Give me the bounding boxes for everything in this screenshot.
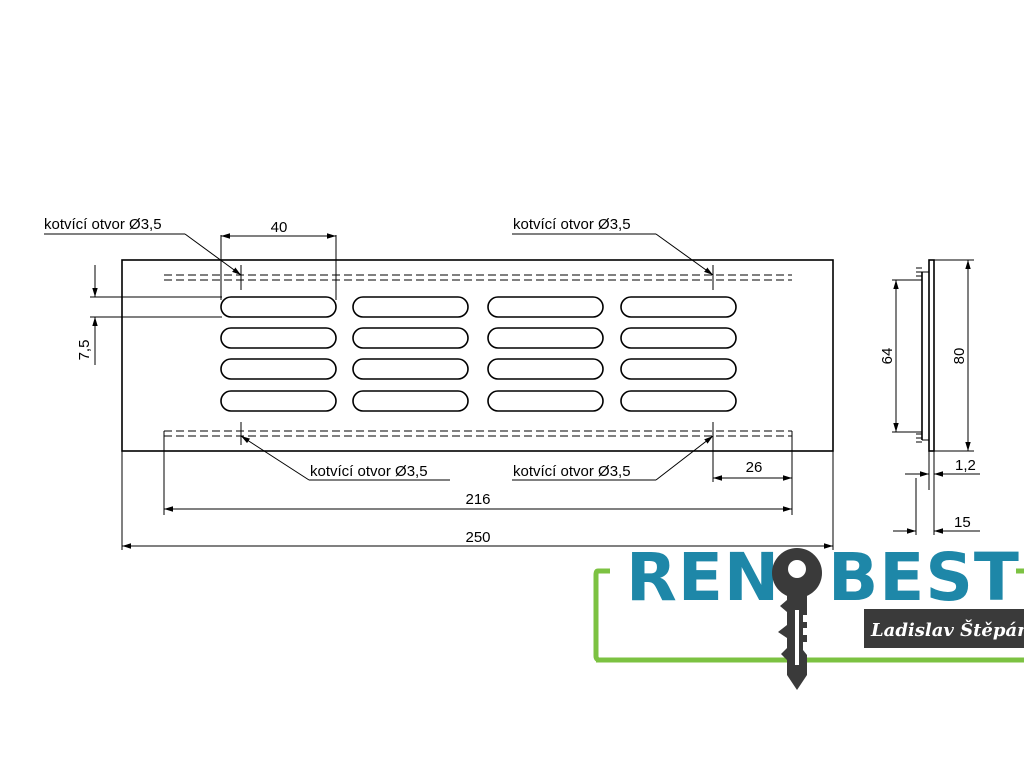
ventilation-slot [220,390,337,412]
ventilation-slot [620,390,737,412]
ventilation-slot [352,390,469,412]
dimension-overall-length: 250 [121,451,834,550]
dim-inner-height-label: 64 [879,348,896,365]
logo-subtitle: Ladislav Štěpán [870,618,1024,641]
ventilation-slot [220,358,337,380]
dim-overall-length-label: 250 [465,529,490,546]
dimension-overall-height: 80 [934,259,974,452]
ventilation-slot [620,358,737,380]
renobest-logo: REN BEST Ladislav Štěpán [593,539,1024,690]
ventilation-slot [352,327,469,349]
dim-thickness-label: 1,2 [955,457,976,474]
anchor-leaders [44,233,714,481]
logo-text-left: REN [626,539,780,616]
ventilation-slot [487,358,604,380]
dim-slot-length-label: 40 [271,219,288,236]
dim-slot-pitch-label: 7,5 [76,340,93,361]
dimension-depth: 15 [893,478,980,535]
subtitle-banner [864,609,1024,648]
top-flange-dashes [164,274,792,281]
ventilation-slot [352,358,469,380]
side-view-profile [916,259,935,452]
ventilation-slot [620,296,737,318]
dimension-slot-length: 40 [220,219,337,300]
ventilation-slot [220,296,337,318]
dim-hole-offset-label: 26 [746,459,763,476]
ventilation-slot [220,327,337,349]
key-icon [772,548,822,690]
anchor-hole-label-top-left: kotvící otvor Ø3,5 [44,216,162,233]
ventilation-slot [352,296,469,318]
dimension-thickness: 1,2 [905,451,980,535]
ventilation-slots [220,296,737,412]
dimension-inner-height: 64 [879,279,922,433]
dimension-hole-offset: 26 [712,431,793,515]
dimension-slot-pitch: 7,5 [76,265,222,365]
anchor-hole-label-bottom-right: kotvící otvor Ø3,5 [513,463,631,480]
anchor-hole-label-bottom-left: kotvící otvor Ø3,5 [310,463,428,480]
dim-depth-label: 15 [954,514,971,531]
logo-text-right: BEST [828,539,1020,616]
ventilation-slot [620,327,737,349]
anchor-hole-label-top-right: kotvící otvor Ø3,5 [513,216,631,233]
anchor-hole-markers [240,265,714,445]
bottom-flange-dashes [164,430,792,437]
dim-hole-spacing-label: 216 [465,491,490,508]
dim-overall-height-label: 80 [951,348,968,365]
ventilation-slot [487,296,604,318]
ventilation-slot [487,390,604,412]
ventilation-slot [487,327,604,349]
grille-plate-outline [121,259,834,452]
dimension-hole-spacing: 216 [163,431,792,515]
